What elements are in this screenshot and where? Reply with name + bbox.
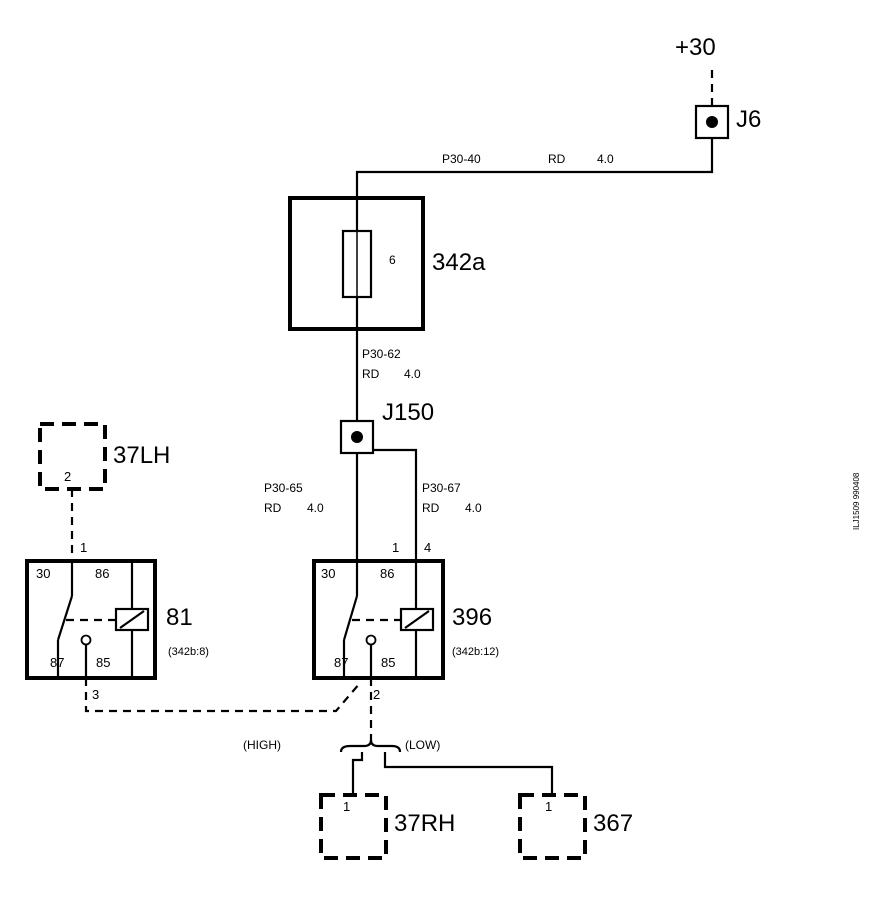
relay396-label: 396 xyxy=(452,604,492,631)
relay396-pin-b: 4 xyxy=(424,540,431,555)
branch-brace xyxy=(339,739,402,753)
relay81-t85: 85 xyxy=(96,655,110,670)
j6-label: J6 xyxy=(736,106,761,133)
relay81-t30: 30 xyxy=(36,566,50,581)
wire-to-37rh xyxy=(351,752,364,794)
fuse-box-342a xyxy=(288,196,425,331)
connector-37lh xyxy=(38,422,107,491)
wire-right-size: 4.0 xyxy=(465,501,482,515)
relay396-t30: 30 xyxy=(321,566,335,581)
wire-to-367 xyxy=(383,752,554,794)
relay396-t86: 86 xyxy=(380,566,394,581)
wire-fuse-out-size: 4.0 xyxy=(404,367,421,381)
connector-37rh xyxy=(319,793,388,860)
wire-left-code: P30-65 xyxy=(264,481,303,495)
junction-j6 xyxy=(694,104,730,140)
relay396-ref: (342b:12) xyxy=(452,646,499,658)
wire-fuse-out-code: P30-62 xyxy=(362,347,401,361)
branch-low: (LOW) xyxy=(405,738,440,752)
relay81-pin-out: 3 xyxy=(92,687,99,702)
conn-367-pin: 1 xyxy=(545,799,552,814)
conn-367-label: 367 xyxy=(593,810,633,837)
connector-367 xyxy=(518,793,587,860)
wire-right-color: RD xyxy=(422,501,440,515)
relay81-ref: (342b:8) xyxy=(168,646,209,658)
conn-37lh-label: 37LH xyxy=(113,442,170,469)
wire-top-color: RD xyxy=(548,152,566,166)
wire-p30-40 xyxy=(355,138,714,198)
relay-396 xyxy=(312,559,445,680)
relay81-t87: 87 xyxy=(50,655,64,670)
relay396-t85: 85 xyxy=(381,655,395,670)
relay396-pin-a: 1 xyxy=(392,540,399,555)
wire-relay81-out xyxy=(84,678,361,713)
relay396-pin-out: 2 xyxy=(373,687,380,702)
conn-37rh-label: 37RH xyxy=(394,810,455,837)
j150-label: J150 xyxy=(382,399,434,426)
conn-37rh-pin: 1 xyxy=(343,799,350,814)
relay81-pin-in: 1 xyxy=(80,540,87,555)
relay-81 xyxy=(25,559,157,680)
fuse-box-label: 342a xyxy=(432,249,486,276)
supply-label: +30 xyxy=(675,34,716,61)
wire-top-code: P30-40 xyxy=(442,152,481,166)
wire-left-size: 4.0 xyxy=(307,501,324,515)
side-code: ILJ1509 990408 xyxy=(852,472,861,530)
wire-left-color: RD xyxy=(264,501,282,515)
wire-fuse-out-color: RD xyxy=(362,367,380,381)
relay81-t86: 86 xyxy=(95,566,109,581)
branch-high: (HIGH) xyxy=(243,738,281,752)
fuse-number: 6 xyxy=(389,253,396,267)
relay81-label: 81 xyxy=(166,604,193,631)
conn-37lh-pin: 2 xyxy=(64,469,71,484)
wire-p30-67 xyxy=(373,448,418,560)
wire-right-code: P30-67 xyxy=(422,481,461,495)
relay396-t87: 87 xyxy=(334,655,348,670)
wire-top-size: 4.0 xyxy=(597,152,614,166)
junction-j150 xyxy=(339,419,375,455)
